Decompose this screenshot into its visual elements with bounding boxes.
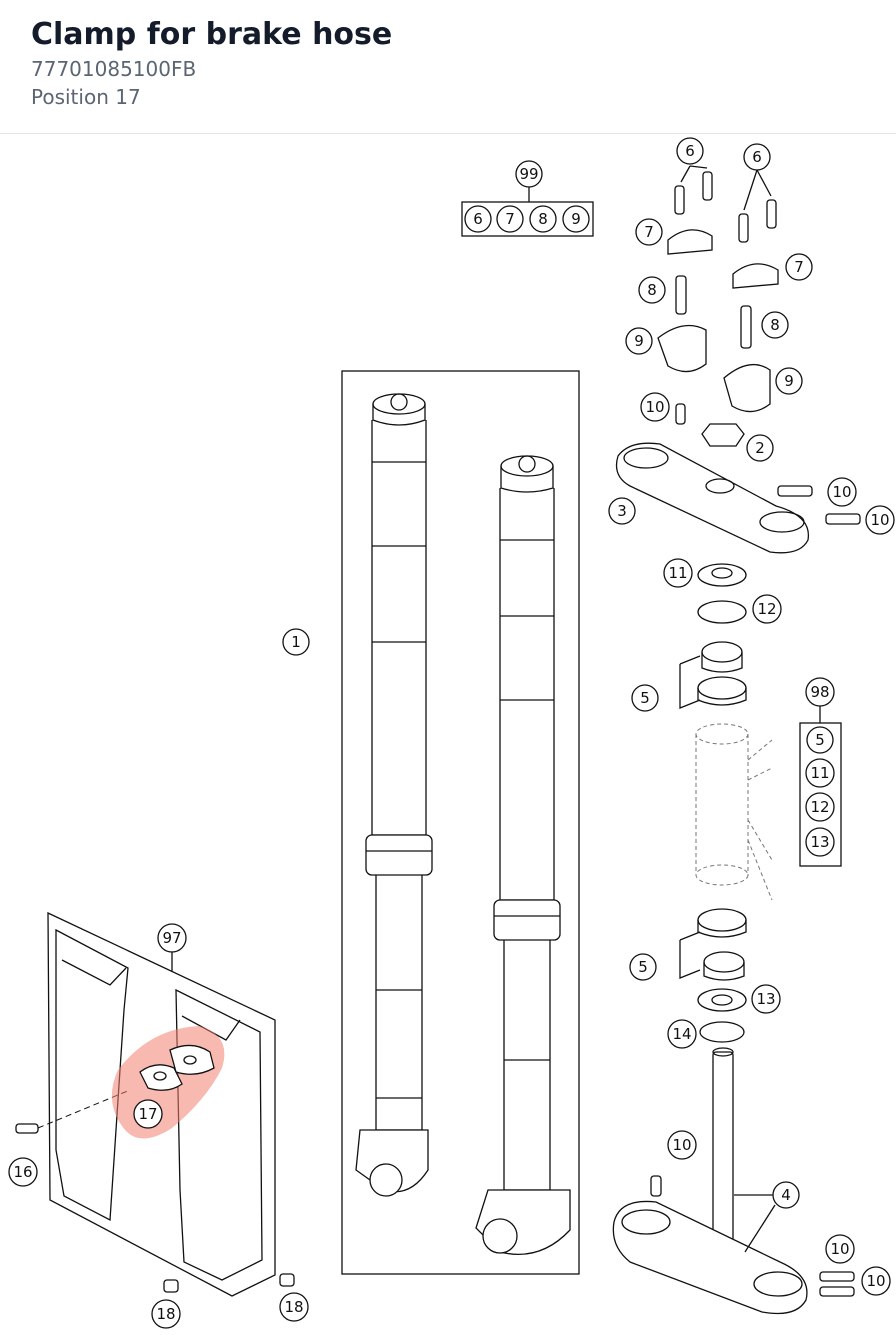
callout-99: 99	[515, 160, 543, 188]
callout-3: 3	[608, 497, 636, 525]
position-label: Position 17	[31, 85, 141, 109]
callout-10: 10	[667, 1130, 697, 1160]
callout-10: 10	[827, 477, 857, 507]
lower-triple-clamp	[612, 1047, 855, 1315]
svg-text:9: 9	[784, 372, 794, 390]
svg-text:7: 7	[644, 223, 654, 241]
kit-98-item: 11	[805, 758, 835, 788]
kit-99-item: 8	[529, 205, 557, 233]
callout-5: 5	[629, 953, 657, 981]
steering-bearings	[679, 563, 773, 1043]
page-title: Clamp for brake hose	[31, 17, 393, 52]
kit-99-box	[461, 187, 594, 237]
svg-text:12: 12	[810, 798, 829, 816]
callout-18: 18	[279, 1292, 309, 1322]
svg-text:10: 10	[672, 1136, 691, 1154]
fork-frame	[341, 370, 580, 1275]
callout-18: 18	[151, 1299, 181, 1329]
kit-99-item: 6	[464, 205, 492, 233]
svg-text:18: 18	[284, 1298, 303, 1316]
svg-text:5: 5	[638, 958, 648, 976]
callout-6: 6	[743, 143, 771, 171]
kit-98-item: 13	[805, 827, 835, 857]
svg-text:10: 10	[645, 398, 664, 416]
left-fork-leg	[355, 393, 433, 1197]
svg-text:12: 12	[757, 600, 776, 618]
callout-10: 10	[865, 505, 895, 535]
callout-7: 7	[635, 218, 663, 246]
svg-text:11: 11	[810, 764, 829, 782]
svg-text:98: 98	[810, 683, 829, 701]
callout-97: 97	[157, 923, 187, 953]
callout-10: 10	[825, 1234, 855, 1264]
svg-text:10: 10	[832, 483, 851, 501]
callout-12: 12	[752, 594, 782, 624]
svg-text:18: 18	[156, 1305, 175, 1323]
kit-99-item: 7	[496, 205, 524, 233]
callout-1: 1	[282, 628, 310, 656]
svg-text:10: 10	[870, 511, 889, 529]
callout-6: 6	[676, 137, 704, 165]
callout-9: 9	[775, 367, 803, 395]
svg-text:8: 8	[647, 281, 657, 299]
svg-text:6: 6	[685, 142, 695, 160]
handlebar-mount-parts	[657, 165, 779, 447]
callout-7: 7	[785, 253, 813, 281]
callouts: 99 6 7 8 9 6 6 7 7 8 8 9 9 10 2 10 3 10 …	[8, 137, 895, 1329]
svg-text:7: 7	[794, 258, 804, 276]
callout-4: 4	[772, 1181, 800, 1209]
upper-triple-clamp	[615, 442, 861, 554]
svg-text:11: 11	[668, 564, 687, 582]
callout-9: 9	[625, 327, 653, 355]
svg-text:97: 97	[162, 929, 181, 947]
svg-text:7: 7	[505, 210, 515, 228]
callout-16: 16	[8, 1157, 38, 1187]
callout-17: 17	[133, 1099, 163, 1129]
svg-text:10: 10	[866, 1272, 885, 1290]
svg-text:6: 6	[752, 148, 762, 166]
svg-text:4: 4	[781, 1186, 791, 1204]
svg-text:13: 13	[810, 833, 829, 851]
svg-text:17: 17	[138, 1105, 157, 1123]
fork-legs	[341, 370, 580, 1275]
callout-13: 13	[751, 984, 781, 1014]
svg-text:9: 9	[634, 332, 644, 350]
svg-text:13: 13	[756, 990, 775, 1008]
kit-98-item: 5	[806, 726, 834, 754]
svg-text:10: 10	[830, 1240, 849, 1258]
part-number: 77701085100FB	[31, 57, 197, 81]
kit-99-item: 9	[562, 205, 590, 233]
callout-14: 14	[667, 1019, 697, 1049]
kit-98-item: 12	[805, 792, 835, 822]
svg-text:3: 3	[617, 502, 627, 520]
callout-5: 5	[631, 684, 659, 712]
svg-text:9: 9	[571, 210, 581, 228]
callout-8: 8	[638, 276, 666, 304]
kit-98-box	[799, 706, 842, 867]
svg-text:5: 5	[640, 689, 650, 707]
callout-10: 10	[861, 1266, 891, 1296]
svg-text:5: 5	[815, 731, 825, 749]
page-header: Clamp for brake hose 77701085100FB Posit…	[0, 0, 896, 134]
svg-text:2: 2	[755, 439, 765, 457]
svg-text:6: 6	[473, 210, 483, 228]
svg-text:8: 8	[538, 210, 548, 228]
svg-text:99: 99	[519, 165, 538, 183]
callout-11: 11	[663, 558, 693, 588]
svg-text:8: 8	[770, 316, 780, 334]
callout-2: 2	[746, 434, 774, 462]
svg-text:16: 16	[13, 1163, 32, 1181]
callout-8: 8	[761, 311, 789, 339]
right-fork-leg	[475, 455, 571, 1255]
svg-text:14: 14	[672, 1025, 691, 1043]
callout-98: 98	[805, 677, 835, 707]
callout-10: 10	[640, 392, 670, 422]
svg-text:1: 1	[291, 633, 301, 651]
